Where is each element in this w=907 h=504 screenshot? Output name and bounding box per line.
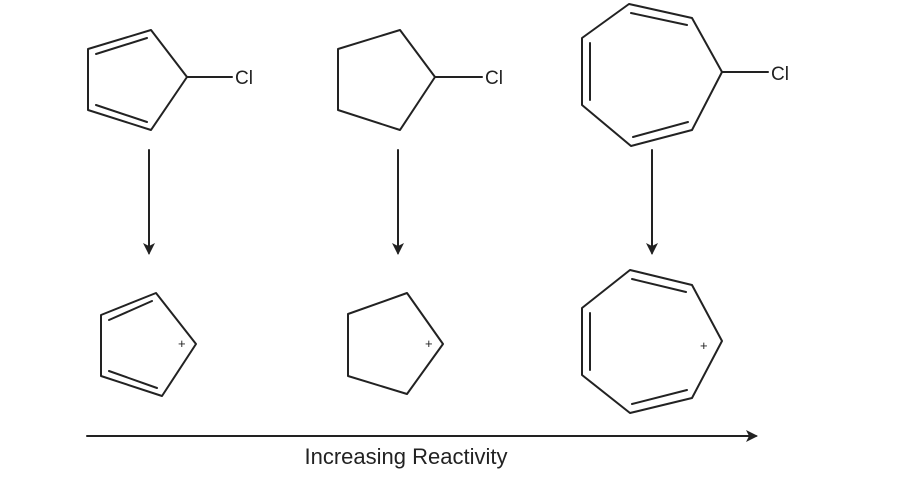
tropylium-cation-structure: +: [581, 269, 723, 414]
chlorine-label: Cl: [235, 68, 253, 89]
positive-charge: +: [700, 338, 708, 353]
chlorocycloheptatriene-structure: Cl: [581, 3, 789, 147]
double-bond-inner: [108, 370, 158, 389]
reactivity-label: Increasing Reactivity: [305, 444, 508, 469]
ring-bonds: [337, 29, 436, 131]
chlorine-label: Cl: [485, 68, 503, 89]
ring-bonds: [581, 3, 723, 147]
ring-bonds: [100, 292, 197, 397]
double-bond-inner: [631, 278, 687, 293]
double-bond-inner: [95, 104, 148, 123]
ring-bonds: [347, 292, 444, 395]
double-bond-inner: [630, 12, 688, 26]
double-bond-inner: [108, 300, 153, 321]
double-bond-inner: [95, 37, 148, 55]
chlorocyclopentadiene-structure: Cl: [87, 29, 253, 131]
positive-charge: +: [178, 336, 186, 351]
ring-bonds: [581, 269, 723, 414]
double-bond-inner: [631, 389, 688, 405]
cyclopentyl-cation-structure: +: [347, 292, 444, 395]
chlorocyclopentane-structure: Cl: [337, 29, 503, 131]
positive-charge: +: [425, 336, 433, 351]
ring-bonds: [87, 29, 188, 131]
double-bond-inner: [632, 121, 689, 138]
chlorine-label: Cl: [771, 64, 789, 85]
cyclopentadienyl-cation-structure: +: [100, 292, 197, 397]
